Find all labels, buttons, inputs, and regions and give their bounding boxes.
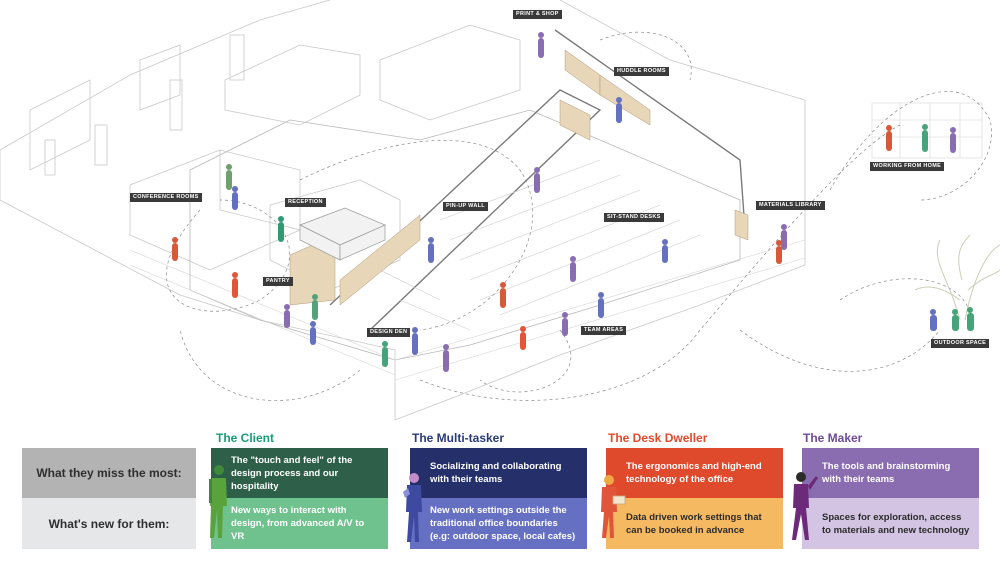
- multitasker-miss-cell: Socializing and collaborating with their…: [410, 448, 587, 498]
- label-design-den: DESIGN DEN: [367, 328, 411, 337]
- row-label-new: What's new for them:: [22, 498, 196, 549]
- client-miss-text: The "touch and feel" of the design proce…: [231, 454, 353, 492]
- label-pin-up-wall: PIN-UP WALL: [443, 202, 488, 211]
- deskdweller-miss-text: The ergonomics and high-end technology o…: [626, 461, 762, 485]
- persona-title-multi-tasker: The Multi-tasker: [412, 431, 505, 445]
- client-miss-cell: The "touch and feel" of the design proce…: [211, 448, 388, 498]
- label-print-shop: PRINT & SHOP: [513, 10, 562, 19]
- office-axonometric-drawing: [0, 0, 1000, 421]
- multitasker-miss-text: Socializing and collaborating with their…: [430, 461, 562, 485]
- label-reception: RECEPTION: [285, 198, 326, 207]
- deskdweller-new-cell: Data driven work settings that can be bo…: [606, 498, 783, 549]
- maker-miss-cell: The tools and brainstorming with their t…: [802, 448, 979, 498]
- row-label-miss: What they miss the most:: [22, 448, 196, 498]
- persona-title-client: The Client: [216, 431, 275, 445]
- label-team-areas: TEAM AREAS: [581, 326, 627, 335]
- label-huddle-rooms: HUDDLE ROOMS: [614, 67, 669, 76]
- persona-title-desk-dweller: The Desk Dweller: [608, 431, 708, 445]
- deskdweller-new-text: Data driven work settings that can be bo…: [626, 511, 762, 536]
- label-pantry: PANTRY: [263, 277, 293, 286]
- multitasker-new-text: New work settings outside the traditiona…: [430, 505, 576, 542]
- maker-new-cell: Spaces for exploration, access to materi…: [802, 498, 979, 549]
- label-sit-stand-desks: SIT-STAND DESKS: [604, 213, 664, 222]
- client-figure-icon: [209, 465, 227, 538]
- client-new-text: New ways to interact with design, from a…: [231, 505, 365, 542]
- multitasker-new-cell: New work settings outside the traditiona…: [410, 498, 587, 549]
- deskdweller-miss-cell: The ergonomics and high-end technology o…: [606, 448, 783, 498]
- persona-title-maker: The Maker: [803, 431, 863, 445]
- maker-miss-text: The tools and brainstorming with their t…: [822, 461, 951, 485]
- maker-figure-icon: [792, 472, 818, 540]
- maker-new-text: Spaces for exploration, access to materi…: [822, 511, 970, 536]
- label-conference-rooms: CONFERENCE ROOMS: [130, 193, 202, 202]
- label-working-from-home: WORKING FROM HOME: [870, 162, 945, 171]
- label-outdoor-space: OUTDOOR SPACE: [931, 339, 990, 348]
- deskdweller-figure-icon: [601, 475, 626, 538]
- multitasker-figure-icon: [403, 473, 422, 542]
- client-new-cell: New ways to interact with design, from a…: [211, 498, 388, 549]
- label-materials-library: MATERIALS LIBRARY: [756, 201, 825, 210]
